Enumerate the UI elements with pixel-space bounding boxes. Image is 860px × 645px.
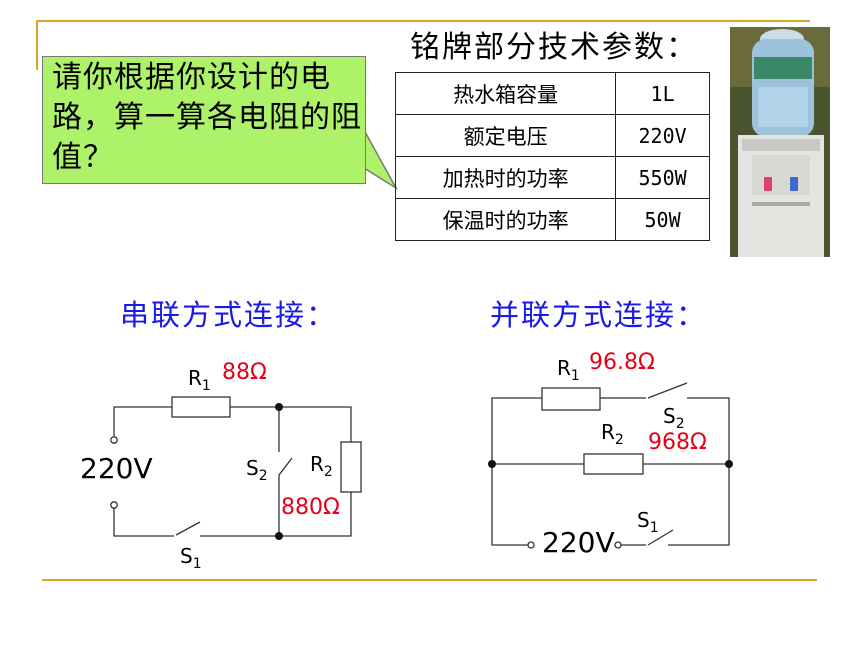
s2-series-blade — [278, 457, 293, 476]
r2-parallel-resistor — [583, 453, 644, 475]
junction-dot — [725, 460, 733, 468]
series-r1-label: R1 — [188, 366, 211, 394]
spec-label: 保温时的功率 — [394, 198, 617, 241]
water-dispenser-photo — [730, 27, 830, 257]
series-r2-value: 880Ω — [281, 495, 340, 520]
question-callout — [42, 56, 366, 184]
spec-value: 1L — [615, 72, 710, 115]
parallel-terminal — [527, 541, 535, 549]
series-title: 串联方式连接： — [120, 298, 338, 332]
series-terminal — [110, 501, 118, 509]
r1-series-resistor — [171, 396, 231, 418]
spec-value: 50W — [615, 198, 710, 241]
s2-parallel-blade — [647, 382, 688, 399]
series-wire — [230, 406, 352, 442]
series-wire — [200, 492, 352, 537]
parallel-voltage: 220V — [542, 526, 615, 559]
junction-dot — [488, 460, 496, 468]
left-decor-line — [36, 20, 38, 70]
parallel-terminal — [614, 541, 622, 549]
parallel-wire — [491, 397, 542, 546]
parallel-s2-label: S2 — [663, 404, 685, 432]
parallel-s1-label: S1 — [637, 508, 659, 536]
series-s1-label: S1 — [180, 544, 202, 572]
parallel-r2-value: 968Ω — [648, 430, 707, 455]
s1-series-blade — [175, 521, 201, 536]
series-s2-label: S2 — [246, 456, 268, 484]
spec-label: 额定电压 — [394, 114, 617, 157]
top-decor-line — [36, 20, 810, 22]
parallel-r2-label: R2 — [601, 420, 624, 448]
parallel-title: 并联方式连接： — [490, 298, 708, 332]
series-r1-value: 88Ω — [222, 360, 267, 385]
series-wire — [113, 508, 174, 537]
table-row: 保温时的功率 50W — [394, 198, 710, 241]
s1-parallel-blade — [647, 529, 674, 546]
spec-value: 550W — [615, 156, 710, 199]
spec-label: 热水箱容量 — [394, 72, 617, 115]
spec-title: 铭牌部分技术参数： — [410, 30, 698, 65]
spec-table: 热水箱容量 1L 额定电压 220V 加热时的功率 550W 保温时的功率 50… — [394, 72, 710, 241]
series-terminal — [110, 436, 118, 444]
series-voltage: 220V — [80, 452, 153, 485]
parallel-wire — [668, 397, 730, 546]
series-r2-label: R2 — [310, 452, 333, 480]
parallel-r1-label: R1 — [557, 356, 580, 384]
parallel-r1-value: 96.8Ω — [589, 350, 655, 375]
series-wire — [113, 406, 172, 436]
junction-dot — [275, 532, 283, 540]
bottom-decor-line — [42, 579, 817, 581]
r2-series-resistor — [340, 441, 362, 493]
table-row: 额定电压 220V — [394, 114, 710, 157]
junction-dot — [275, 403, 283, 411]
question-text: 请你根据你设计的电路，算一算各电阻的阻值？ — [52, 60, 362, 175]
r1-parallel-resistor — [541, 387, 601, 411]
table-row: 热水箱容量 1L — [394, 72, 710, 115]
spec-value: 220V — [615, 114, 710, 157]
